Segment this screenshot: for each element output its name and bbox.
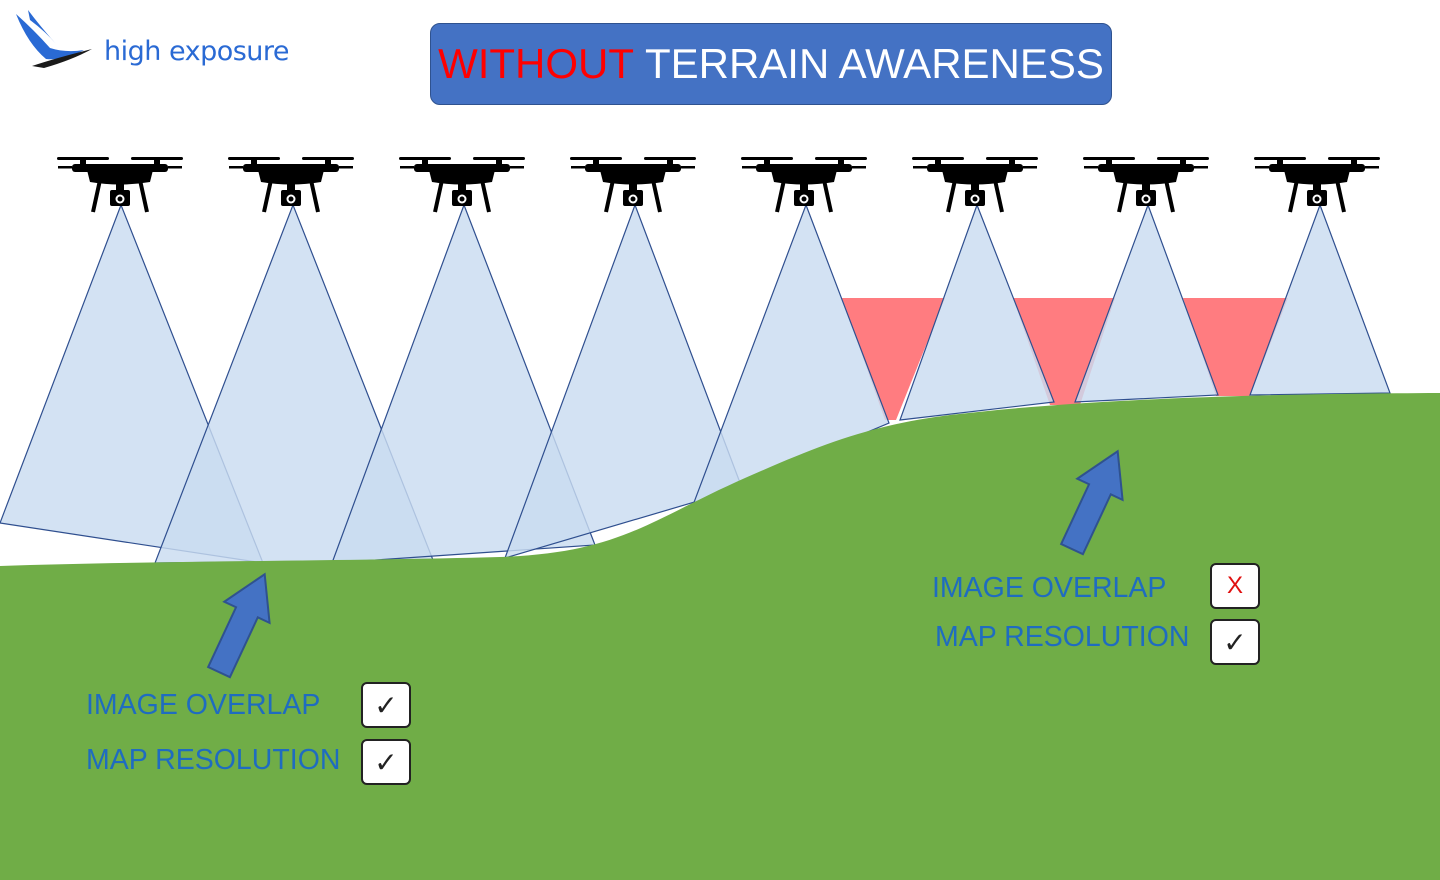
image-overlap-label: IMAGE OVERLAP — [932, 572, 1167, 604]
image-overlap-label: IMAGE OVERLAP — [86, 689, 321, 721]
drones-row — [55, 155, 1382, 214]
coverage-gap — [842, 298, 945, 420]
up-arrow-icon — [1059, 449, 1124, 556]
drone-icon — [226, 155, 356, 214]
map-resolution-label: MAP RESOLUTION — [935, 621, 1190, 653]
arrow-left — [206, 572, 271, 679]
title-highlight: WITHOUT — [438, 40, 635, 87]
drone-icon — [739, 155, 869, 214]
drone-icon — [1081, 155, 1211, 214]
camera-footprint-cone — [331, 203, 596, 564]
up-arrow-icon — [206, 572, 271, 679]
page-title: WITHOUT TERRAIN AWARENESS — [430, 23, 1112, 105]
drone-icon — [397, 155, 527, 214]
brand-logo: high exposure — [12, 8, 312, 70]
camera-footprint-cone — [1074, 203, 1219, 403]
map-resolution-label: MAP RESOLUTION — [86, 744, 341, 776]
camera-footprints — [0, 203, 1391, 564]
bird-logo-icon — [16, 10, 92, 68]
cross-icon: X — [1226, 572, 1243, 599]
check-icon: ✓ — [1223, 626, 1247, 658]
checkbox: ✓ — [361, 682, 411, 728]
camera-footprint-cone — [1249, 203, 1391, 396]
drone-icon — [55, 155, 185, 214]
check-icon: ✓ — [374, 689, 398, 721]
brand-name: high exposure — [104, 36, 290, 67]
checkbox: X — [1210, 563, 1260, 609]
checkbox: ✓ — [1210, 619, 1260, 665]
drone-icon — [568, 155, 698, 214]
camera-footprint-cone — [504, 203, 743, 559]
check-icon: ✓ — [374, 746, 398, 778]
arrow-right — [1059, 449, 1124, 556]
drone-icon — [910, 155, 1040, 214]
title-rest: TERRAIN AWARENESS — [634, 40, 1104, 87]
camera-footprint-cone — [899, 203, 1055, 421]
checkbox: ✓ — [361, 739, 411, 785]
coverage-gap — [1013, 298, 1115, 405]
drone-icon — [1252, 155, 1382, 214]
